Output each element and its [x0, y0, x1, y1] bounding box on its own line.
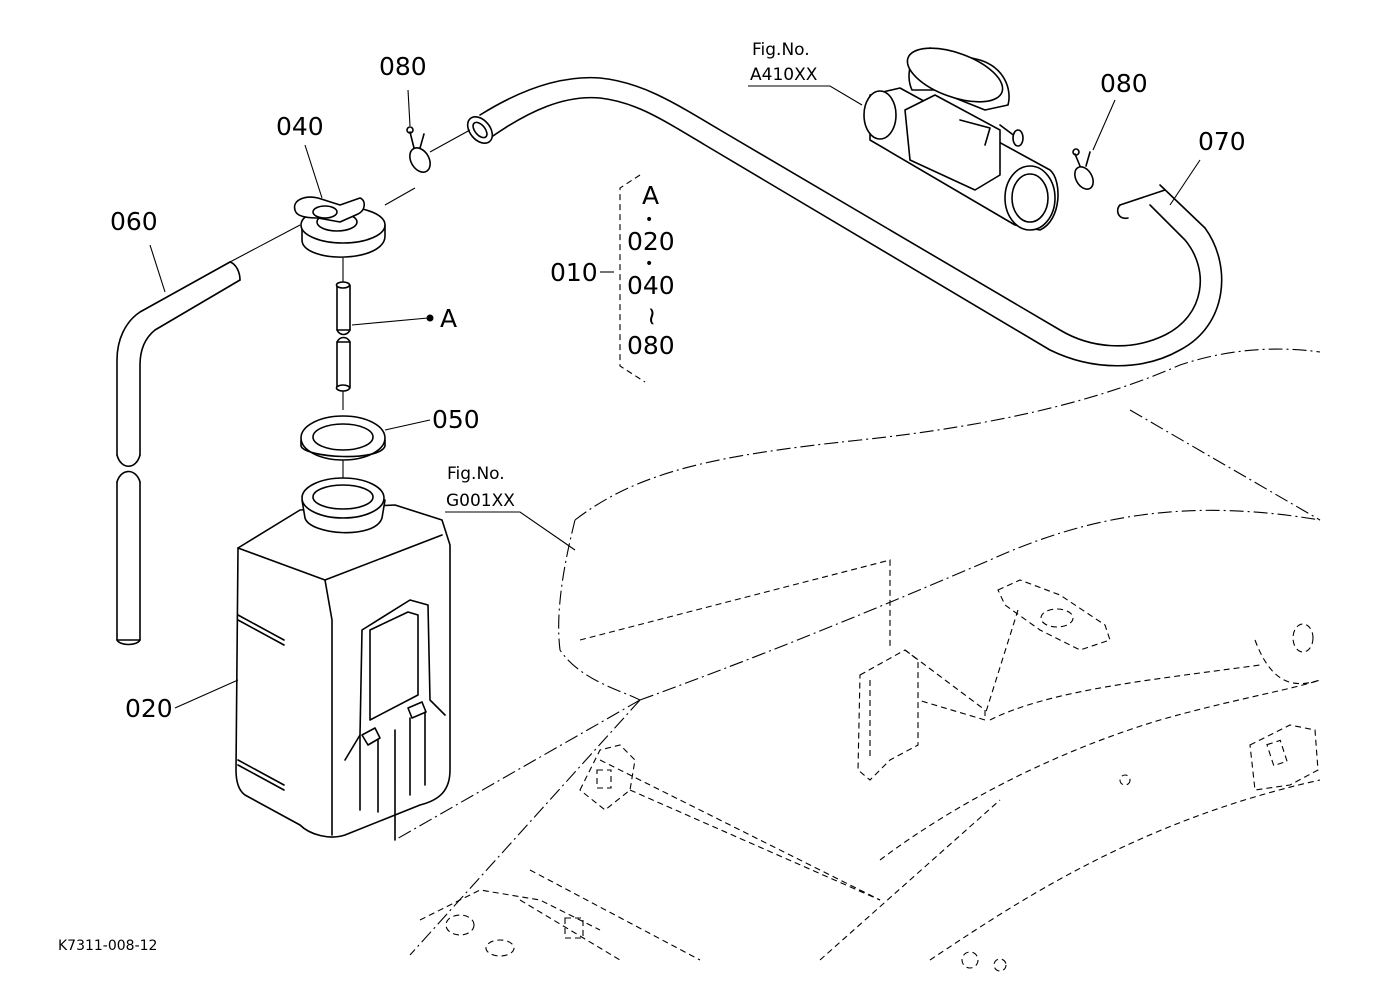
- clamp-080-right: [1072, 148, 1094, 190]
- pipe-a: [335, 281, 351, 392]
- frame-details: [419, 579, 1321, 972]
- fig-ref-number-2: G001XX: [446, 491, 515, 511]
- gasket-050: [300, 415, 386, 461]
- radiator-filler-neck: [863, 47, 1059, 231]
- leader-lines: [149, 85, 1201, 709]
- label-part-050: 050: [432, 405, 480, 434]
- label-part-060: 060: [110, 207, 158, 236]
- label-part-040: 040: [276, 112, 324, 141]
- label-ref-a: A: [440, 304, 457, 333]
- group-sep-1: •: [645, 212, 653, 228]
- group-sep-3: ~: [638, 306, 667, 327]
- label-part-070: 070: [1198, 127, 1246, 156]
- group-item-020: 020: [627, 227, 675, 256]
- reservoir-cap-040: [293, 196, 386, 258]
- centerline-hose: [229, 129, 471, 263]
- reservoir-tank-020: [235, 477, 451, 841]
- clamp-080-left: [406, 126, 431, 173]
- label-part-020: 020: [125, 694, 173, 723]
- fig-ref-number-1: A410XX: [750, 65, 818, 85]
- group-item-040: 040: [627, 271, 675, 300]
- hose-070: [466, 76, 1223, 367]
- label-part-080-right: 080: [1100, 69, 1148, 98]
- group-label-a: A: [642, 181, 659, 210]
- hose-060: [116, 261, 241, 646]
- label-part-010: 010: [550, 258, 598, 287]
- group-sep-2: •: [645, 256, 653, 272]
- ref-a-dot: [426, 314, 434, 322]
- fig-ref-label-1: Fig.No.: [752, 40, 810, 60]
- label-part-080-left: 080: [379, 52, 427, 81]
- fig-ref-label-2: Fig.No.: [447, 464, 505, 484]
- frame-outline: [394, 348, 1321, 961]
- group-bracket: [619, 174, 646, 383]
- drawing-code: K7311-008-12: [58, 938, 157, 954]
- group-item-080: 080: [627, 331, 675, 360]
